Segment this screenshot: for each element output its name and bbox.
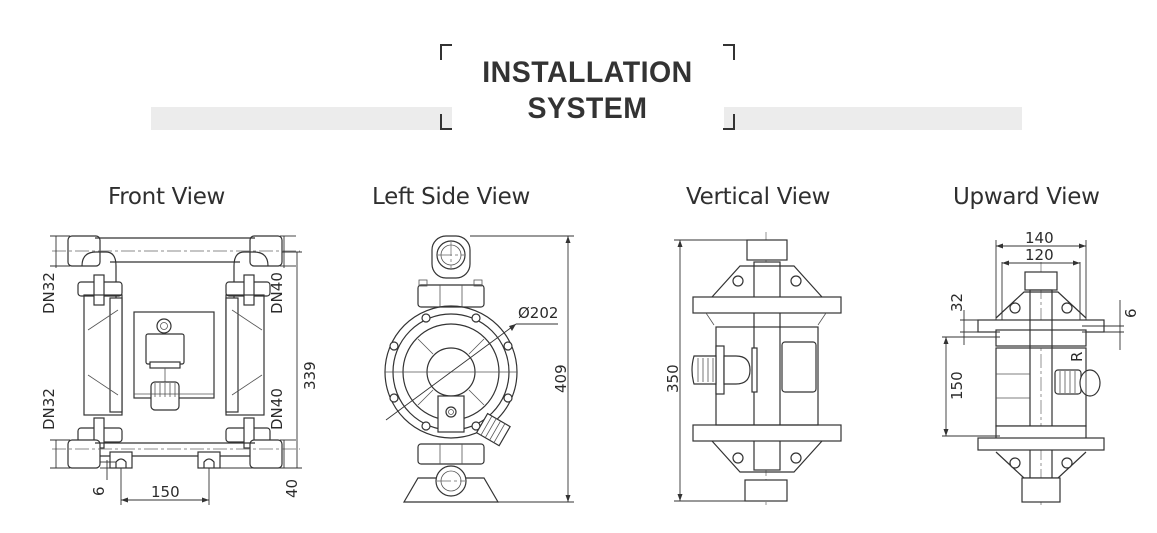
svg-text:DN32: DN32 (40, 388, 58, 430)
front-dn32-top-label: DN32 (40, 272, 58, 314)
svg-text:140: 140 (1025, 229, 1054, 247)
svg-text:R: R (1068, 352, 1086, 362)
left-side-view-drawing: Ø202 409 (384, 235, 574, 503)
page-title-line1: INSTALLATION (482, 56, 693, 89)
svg-text:40: 40 (283, 479, 301, 498)
bracket-top-right (723, 44, 735, 60)
svg-text:DN40: DN40 (268, 388, 286, 430)
front-view-label: Front View (108, 184, 226, 210)
svg-text:6: 6 (1122, 308, 1140, 318)
diameter-label: Ø202 (518, 304, 558, 322)
svg-text:32: 32 (948, 293, 966, 312)
svg-text:150: 150 (948, 371, 966, 400)
front-view-drawing: DN32 DN40 DN32 DN40 339 40 6 150 (40, 235, 319, 505)
bracket-bottom-left (440, 114, 452, 130)
upward-view-drawing: 140 120 32 6 150 R (942, 229, 1140, 505)
vertical-view-label: Vertical View (686, 184, 831, 210)
svg-text:339: 339 (301, 361, 319, 390)
title-band-gap (452, 107, 724, 130)
left-side-view-label: Left Side View (372, 184, 531, 210)
bracket-bottom-right (723, 114, 735, 130)
svg-text:350: 350 (664, 364, 682, 393)
upward-view-label: Upward View (953, 184, 1100, 210)
vertical-view-drawing: 350 (664, 232, 842, 505)
svg-text:150: 150 (151, 483, 180, 501)
bracket-top-left (440, 44, 452, 60)
svg-text:120: 120 (1025, 246, 1054, 264)
svg-text:409: 409 (552, 364, 570, 393)
svg-text:6: 6 (90, 486, 108, 496)
page-title-line2: SYSTEM (527, 92, 648, 125)
svg-text:DN40: DN40 (268, 272, 286, 314)
